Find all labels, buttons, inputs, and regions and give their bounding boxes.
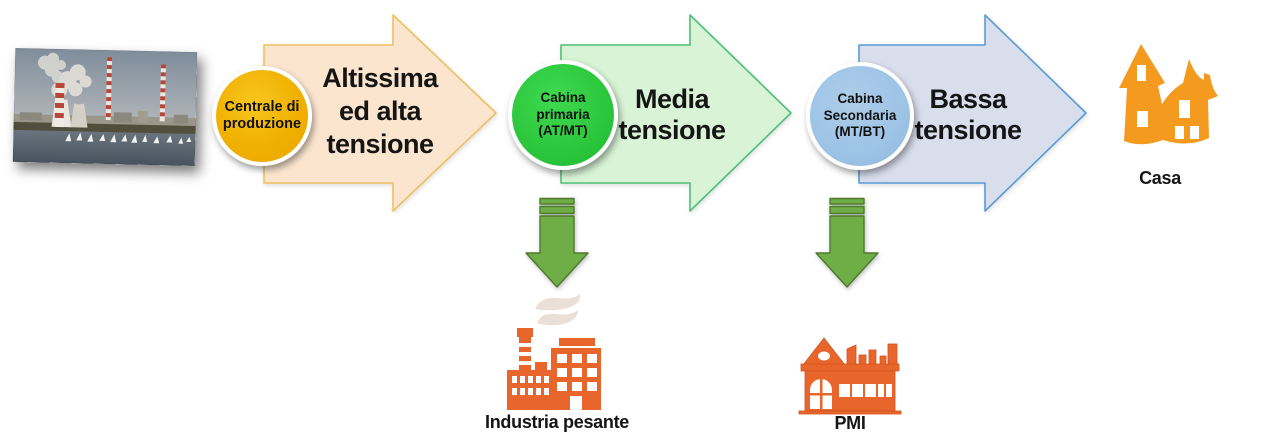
down-arrow-to-industry-icon xyxy=(525,197,589,288)
label-casa: Casa xyxy=(1139,168,1181,188)
medium-voltage-label: Media tensione xyxy=(618,84,726,145)
node-centrale-di-produzione: Centrale di produzione xyxy=(212,66,312,166)
power-plant-photo xyxy=(12,47,198,167)
label-industria-pesante: Industria pesante xyxy=(485,412,629,432)
node-cabina-secondaria: Cabina Secondaria (MT/BT) xyxy=(806,62,914,170)
high-voltage-label: Altissima ed alta tensione xyxy=(322,63,438,159)
low-voltage-label: Bassa tensione xyxy=(914,84,1022,145)
factory-icon xyxy=(507,294,601,410)
label-pmi: PMI xyxy=(834,413,866,433)
node-cabina-primaria: Cabina primaria (AT/MT) xyxy=(508,60,618,170)
down-arrow-to-pmi-icon xyxy=(815,197,879,288)
power-plant-photo-graphic xyxy=(12,47,198,167)
low-voltage-arrow xyxy=(858,14,1087,212)
high-voltage-arrow xyxy=(263,14,497,212)
medium-voltage-arrow xyxy=(560,14,792,212)
small-business-icon xyxy=(798,337,902,415)
house-icon xyxy=(1119,44,1218,145)
